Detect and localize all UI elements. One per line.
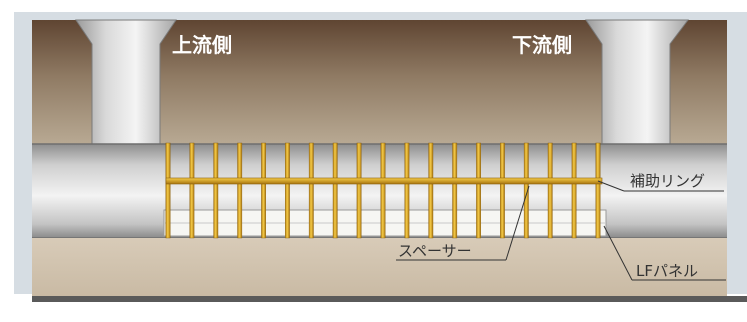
rebar-bar	[332, 142, 338, 239]
rebar-bar	[285, 142, 290, 239]
rebar-bar	[261, 142, 266, 239]
rebar-bar	[404, 142, 410, 239]
reinforcement-ring	[165, 177, 603, 185]
rebar-cage	[165, 142, 601, 239]
ring-leader	[597, 180, 724, 192]
rebar-bar	[428, 142, 434, 239]
rebar-bar	[308, 142, 314, 239]
upstream-label: 上流側	[172, 33, 232, 57]
frame-shadow	[32, 296, 747, 302]
rebar-bar	[500, 142, 505, 239]
rebar-bar	[452, 142, 458, 239]
downstream-label: 下流側	[512, 33, 572, 57]
ground-layer	[32, 238, 727, 296]
spacer-leader	[396, 185, 530, 261]
rebar-bar	[547, 142, 553, 239]
rebar-bar	[571, 142, 577, 239]
rebar-bar	[165, 142, 171, 239]
rebar-bar	[189, 142, 195, 239]
rebar-bar	[476, 142, 481, 239]
rebar-bar	[595, 142, 601, 239]
rebar-bar	[237, 142, 243, 239]
lf-panel-leader	[603, 225, 726, 281]
reinforcement-ring-label: 補助リング	[630, 172, 705, 190]
rebar-bar	[380, 142, 386, 239]
lf-panel-label: LFパネル	[636, 262, 698, 280]
rebar-bar	[523, 142, 529, 239]
spacer-label: スペーサー	[398, 242, 472, 260]
rebar-bar	[213, 142, 219, 239]
rebar-bar	[356, 142, 362, 239]
